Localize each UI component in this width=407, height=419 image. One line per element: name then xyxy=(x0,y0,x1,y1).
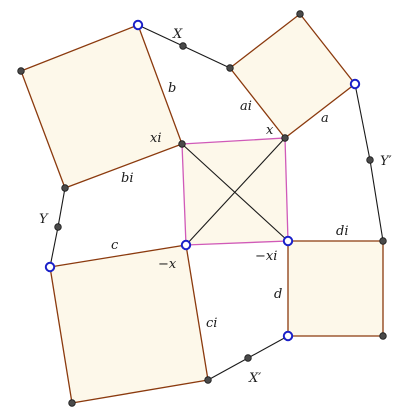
diagonal-2 xyxy=(185,137,286,246)
label-di: di xyxy=(336,224,348,239)
point xyxy=(244,354,252,362)
label-a: a xyxy=(321,111,329,126)
point xyxy=(379,332,387,340)
label-b: b xyxy=(168,81,176,96)
label-c: c xyxy=(111,238,119,253)
label-xi: xi xyxy=(150,131,162,146)
point xyxy=(17,67,25,75)
label-ci: ci xyxy=(206,316,217,331)
vertex-ring[interactable] xyxy=(282,330,294,342)
point xyxy=(204,376,212,384)
point xyxy=(54,223,62,231)
square-a xyxy=(229,13,356,139)
point xyxy=(178,140,186,148)
point xyxy=(61,184,69,192)
label-X-prime: X′ xyxy=(248,371,261,386)
label-neg-x: −x xyxy=(158,257,177,272)
label-neg-xi: −xi xyxy=(255,249,277,264)
vertex-ring[interactable] xyxy=(180,239,192,251)
point xyxy=(366,156,374,164)
vertex-ring[interactable] xyxy=(132,19,144,31)
square-b xyxy=(20,24,183,189)
vertex-ring[interactable] xyxy=(282,235,294,247)
label-bi: bi xyxy=(121,171,133,186)
label-Y: Y xyxy=(39,212,49,227)
label-X: X xyxy=(172,27,183,42)
square-d xyxy=(287,240,384,337)
square-c xyxy=(49,244,209,404)
point xyxy=(379,237,387,245)
label-ai: ai xyxy=(240,99,252,114)
vertex-ring[interactable] xyxy=(44,261,56,273)
point xyxy=(179,42,187,50)
label-Y-prime: Y′ xyxy=(380,154,392,169)
point xyxy=(68,399,76,407)
point xyxy=(226,64,234,72)
label-d: d xyxy=(274,287,282,302)
label-x: x xyxy=(266,123,274,138)
point xyxy=(296,10,304,18)
vertex-ring[interactable] xyxy=(349,78,361,90)
point xyxy=(281,134,289,142)
